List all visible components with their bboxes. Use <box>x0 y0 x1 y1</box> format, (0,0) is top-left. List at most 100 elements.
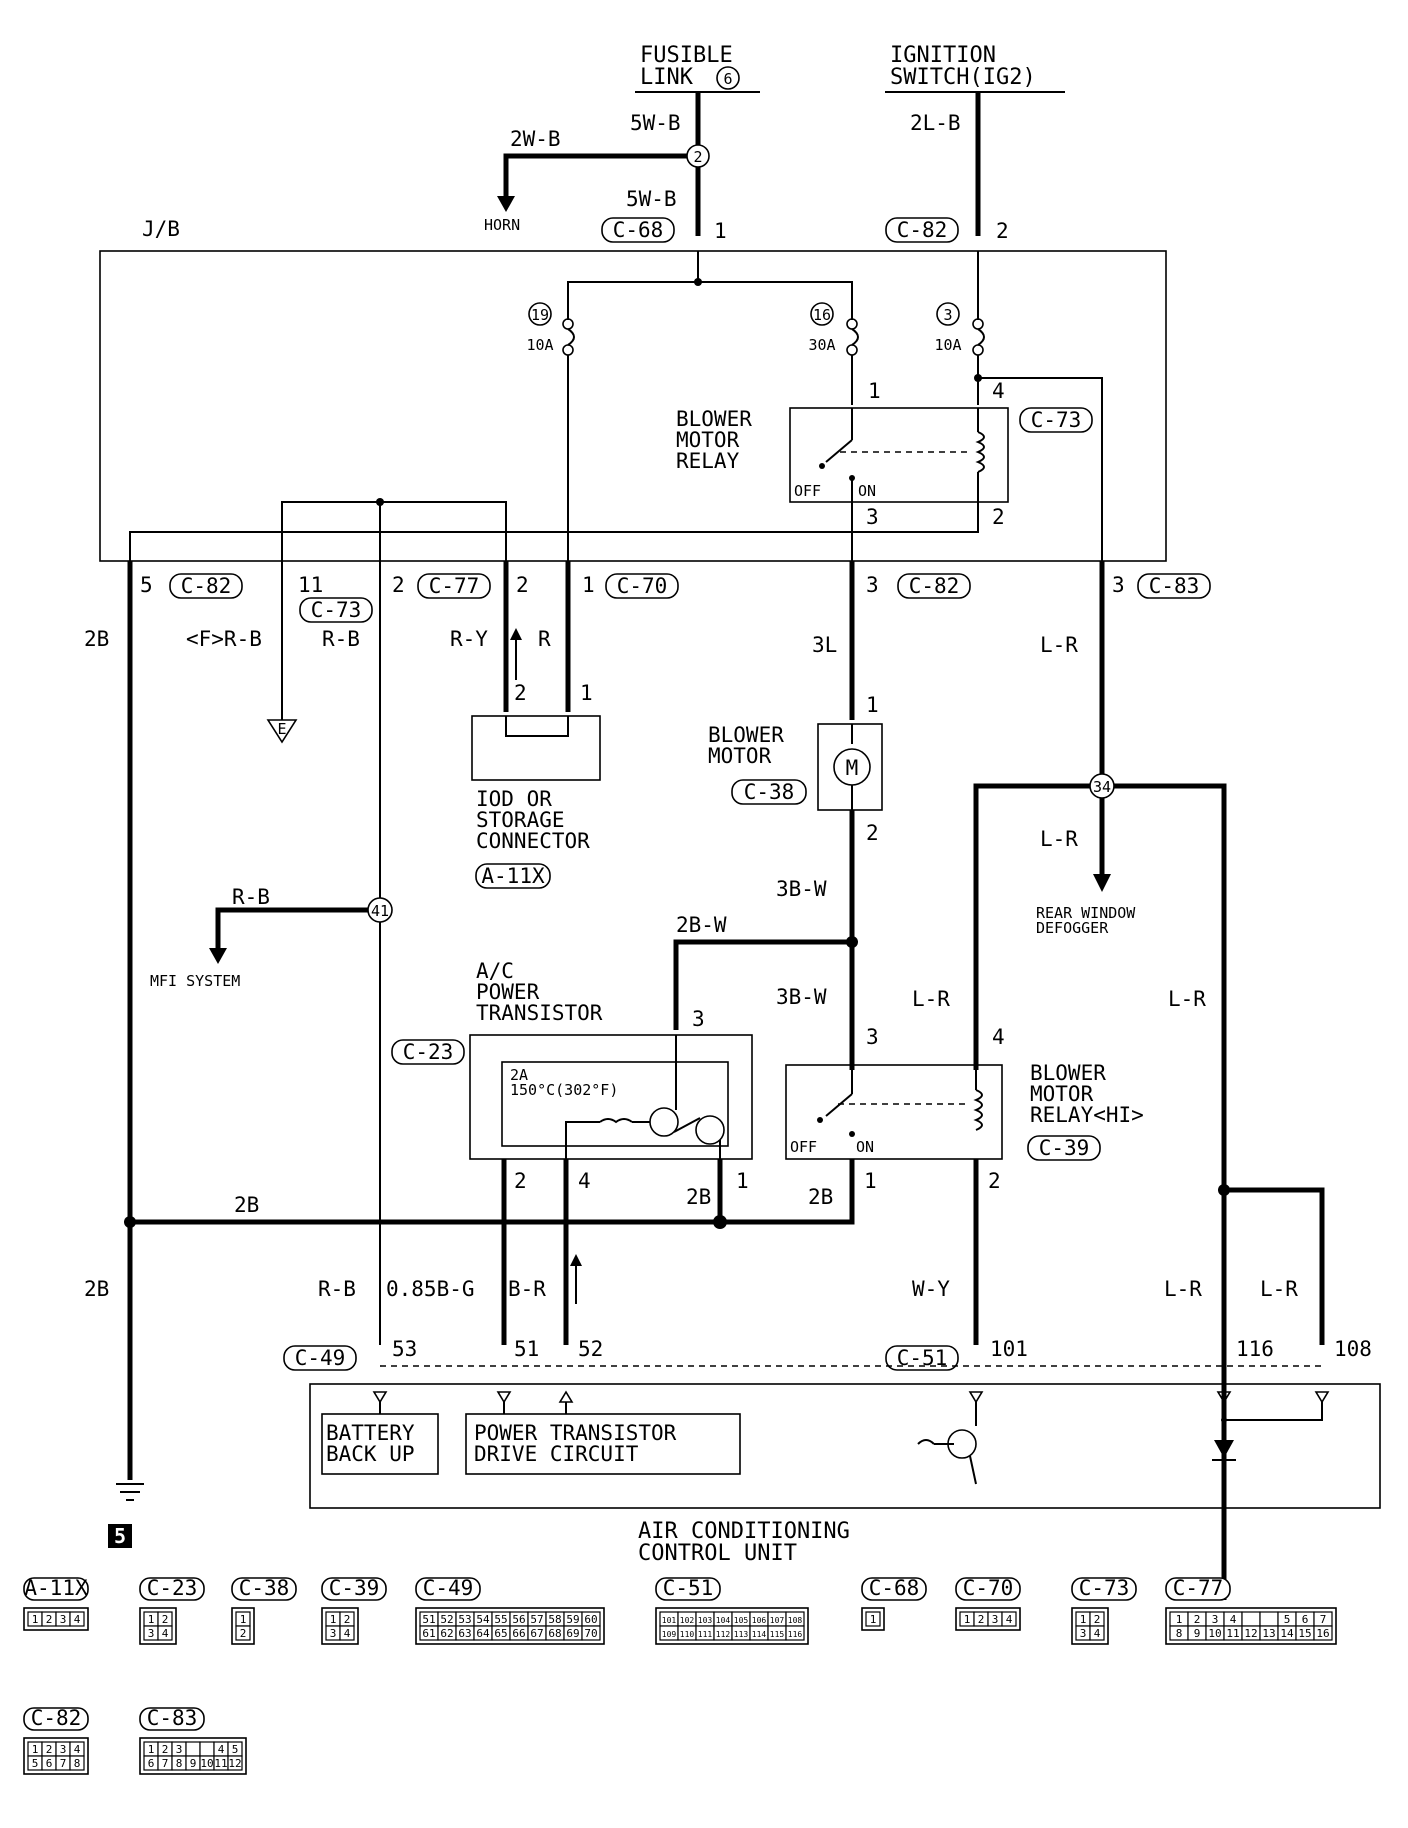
legend-c70-label: C-70 <box>963 1576 1014 1600</box>
wire-2b-bottom: 2B <box>84 1277 109 1301</box>
legend-c77-pin: 4 <box>1230 1613 1237 1626</box>
connector-c49-label: C-49 <box>295 1346 346 1370</box>
connector-c23 <box>391 1039 465 1065</box>
legend-c49-pin: 66 <box>512 1627 525 1640</box>
legend-a11x-pin: 1 <box>32 1613 39 1626</box>
legend-c83-pin: 7 <box>162 1757 169 1770</box>
connector-c83-label: C-83 <box>1149 574 1200 598</box>
hi-relay-pin-4: 4 <box>992 1025 1005 1049</box>
hi-relay-pin-1: 1 <box>864 1169 877 1193</box>
wire-lr-right: L-R <box>1168 987 1206 1011</box>
legend-c49-pin: 67 <box>530 1627 543 1640</box>
relay-pin-4: 4 <box>992 379 1005 403</box>
legend-c77-pin: 13 <box>1262 1627 1275 1640</box>
fuse-19: 19 10A <box>526 302 575 356</box>
splice-34-label: 34 <box>1093 778 1111 796</box>
cu-pin-101: 101 <box>990 1337 1028 1361</box>
cu-transistor-symbol <box>917 1402 977 1485</box>
legend-c77-pin: 12 <box>1244 1627 1257 1640</box>
legend-c77-pin: 6 <box>1302 1613 1309 1626</box>
cu-pin-51: 51 <box>514 1337 539 1361</box>
legend-c83-pin: 12 <box>228 1757 241 1770</box>
storage-pin-2: 2 <box>514 681 527 705</box>
legend-c77-pin: 3 <box>1212 1613 1219 1626</box>
wire-f-rb: <F>R-B <box>186 627 262 651</box>
legend-c70-pill <box>955 1577 1021 1601</box>
legend-c49-pin: 65 <box>494 1627 507 1640</box>
wire-3l: 3L <box>812 633 837 657</box>
ground-number: 5 <box>114 1524 126 1548</box>
connector-a11x <box>475 863 551 889</box>
legend-c82-pin: 1 <box>32 1743 39 1756</box>
legend-a11x-pill <box>23 1577 89 1601</box>
wire-2wb: 2W-B <box>510 127 561 151</box>
legend-c77-pin: 7 <box>1320 1613 1327 1626</box>
legend-c82-frame <box>23 1737 89 1775</box>
connector-c70-label: C-70 <box>617 574 668 598</box>
connector-c82-top-label: C-82 <box>897 218 948 242</box>
wire-r: R <box>538 627 551 651</box>
legend-c49-pin: 56 <box>512 1613 525 1626</box>
legend-c39-label: C-39 <box>329 1576 380 1600</box>
legend-c77-pill <box>1165 1577 1231 1601</box>
legend-c70-pin: 2 <box>978 1613 985 1626</box>
legend-c82-pin: 4 <box>74 1743 81 1756</box>
wire-2lb: 2L-B <box>910 111 961 135</box>
legend-c49-pin: 58 <box>548 1613 561 1626</box>
connector-c68-label: C-68 <box>613 218 664 242</box>
fuse-3: 3 10A <box>934 302 985 356</box>
blower-motor-relay <box>789 407 1009 503</box>
connector-c39-label: C-39 <box>1039 1136 1090 1160</box>
legend-c83-pin: 1 <box>148 1743 155 1756</box>
fusible-link-number: 6 <box>723 70 732 88</box>
ac-power-transistor <box>469 1034 753 1160</box>
legend-c49-pin: 51 <box>422 1613 435 1626</box>
legend-c82-pin: 8 <box>74 1757 81 1770</box>
jb-label: J/B <box>142 217 180 241</box>
legend-c39-pin: 1 <box>330 1613 337 1626</box>
legend-c73-pin: 1 <box>1080 1613 1087 1626</box>
legend-c83-pin: 8 <box>176 1757 183 1770</box>
jb-pin-2: 2 <box>392 573 405 597</box>
legend-c49-pin: 60 <box>584 1613 597 1626</box>
fuse-3-rating: 10A <box>934 336 961 354</box>
legend-c23-pin: 1 <box>148 1613 155 1626</box>
legend-c77-pin: 1 <box>1176 1613 1183 1626</box>
relay-pin-3: 3 <box>866 505 879 529</box>
legend-c77-pin: 16 <box>1316 1627 1329 1640</box>
fusible-link-number-circle <box>716 66 740 90</box>
wire-2b-left: 2B <box>84 627 109 651</box>
legend-c77-pin: 5 <box>1284 1613 1291 1626</box>
legend-c51-pin: 107 <box>770 1616 785 1625</box>
legend-c39-cell <box>339 1625 355 1641</box>
legend-c77-pin: 2 <box>1194 1613 1201 1626</box>
connector-c77-label: C-77 <box>429 574 480 598</box>
legend-c49-pin: 59 <box>566 1613 579 1626</box>
connector-c82-left <box>169 573 243 599</box>
legend-c51-pin: 109 <box>662 1630 677 1639</box>
legend-c49-pin: 53 <box>458 1613 471 1626</box>
jb-pin-5: 5 <box>140 573 153 597</box>
wire-lr-relay: L-R <box>912 987 950 1011</box>
legend-c73-pin: 2 <box>1094 1613 1101 1626</box>
legend-c51-cell <box>785 1625 805 1641</box>
wire-5wb: 5W-B <box>626 187 677 211</box>
legend-c23-pin: 2 <box>162 1613 169 1626</box>
legend-c83-pin: 2 <box>162 1743 169 1756</box>
legend-c49-pin: 52 <box>440 1613 453 1626</box>
legend-c49-pin: 70 <box>584 1627 597 1640</box>
pt-pin-2: 2 <box>514 1169 527 1193</box>
legend-c38-cell <box>235 1625 251 1641</box>
legend-c39-pin: 2 <box>344 1613 351 1626</box>
legend-c23-cell <box>157 1625 173 1641</box>
legend-c51-pin: 101 <box>662 1616 677 1625</box>
horn-label: HORN <box>484 216 520 234</box>
legend-c49-frame <box>415 1607 605 1645</box>
